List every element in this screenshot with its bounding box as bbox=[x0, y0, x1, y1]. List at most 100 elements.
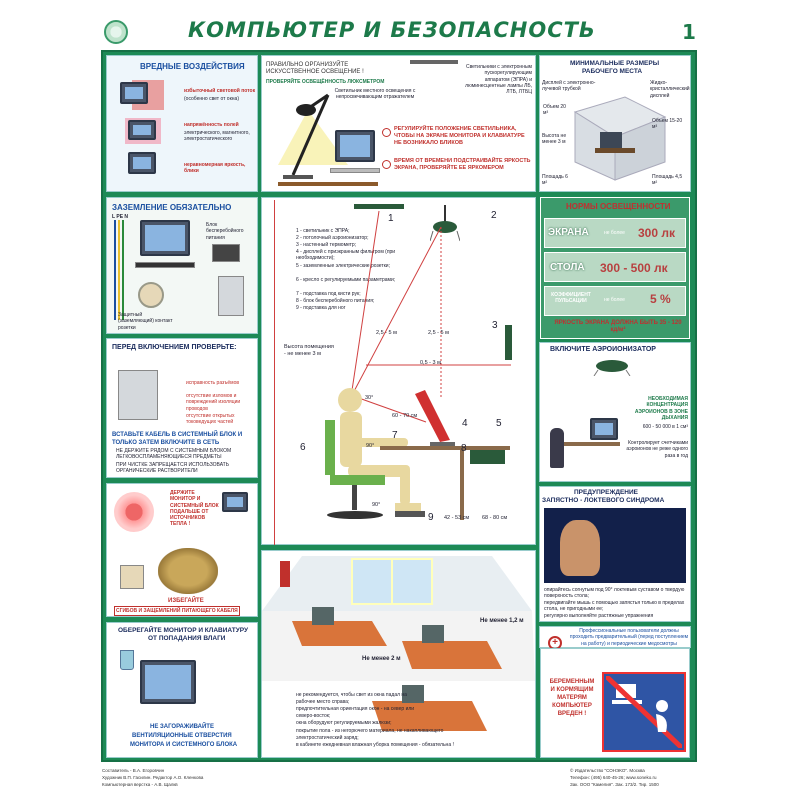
statue-illustration bbox=[158, 548, 218, 594]
footer-left-3: Компьютерная верстка - А.В. Щалкв bbox=[102, 782, 178, 787]
person-silhouette bbox=[550, 428, 564, 468]
workplace-volume-1: Объем 20 м³ bbox=[543, 104, 566, 117]
marker-6: 6 bbox=[300, 442, 306, 453]
wrist-title-1: ПРЕДУПРЕЖДЕНИЕ bbox=[574, 489, 638, 496]
wrist-bullet-3: регулярно выполняйте растяжные упражнени… bbox=[544, 613, 654, 619]
heater-icon bbox=[114, 492, 154, 532]
ionizer-text-1: НЕОБХОДИМАЯ КОНЦЕНТРАЦИЯ АЭРОИОНОВ В ЗОН… bbox=[634, 396, 688, 421]
legend-item-4: 4 - дисплей с приэкранным фильтром (при … bbox=[296, 249, 396, 262]
grounding-lpen: L PE N bbox=[112, 214, 129, 220]
office-bullet-1: не рекомендуется, чтобы свет из окна пад… bbox=[296, 692, 407, 705]
grounding-socket: Защитный (заземляющий) контакт розетки bbox=[118, 312, 173, 331]
distance-avoid: ИЗБЕГАЙТЕ bbox=[168, 598, 204, 604]
angle-90-1: 90° bbox=[366, 443, 375, 449]
system-unit bbox=[118, 370, 158, 420]
publisher-logo bbox=[104, 20, 128, 44]
norm-row-table bbox=[544, 252, 686, 282]
norm-screen-value: 300 лк bbox=[638, 226, 675, 240]
cable-line bbox=[118, 220, 120, 320]
office-distance-1: Не менее 1,2 м bbox=[480, 618, 524, 624]
check-cable: ВСТАВЬТЕ КАБЕЛЬ В СИСТЕМНЫЙ БЛОК И ТОЛЬК… bbox=[112, 432, 243, 446]
room-illustration bbox=[573, 96, 667, 181]
seated-person-illustration bbox=[325, 388, 510, 520]
check-title: ПЕРЕД ВКЛЮЧЕНИЕМ ПРОВЕРЬТЕ: bbox=[112, 344, 237, 351]
dist-label-2: 2,5 - 5 м bbox=[428, 330, 449, 336]
office-distance-2: Не менее 2 м bbox=[362, 656, 401, 662]
norm-row-screen bbox=[544, 218, 686, 248]
footer-right-2: Телефон: (495) 640-45-26; www.soneko.ru bbox=[570, 775, 657, 780]
vent-2: ВЕНТИЛЯЦИОННЫЕ ОТВЕРСТИЯ bbox=[132, 733, 232, 739]
marker-9: 9 bbox=[428, 512, 434, 523]
monitor-icon bbox=[590, 418, 618, 440]
monitor-icon bbox=[128, 152, 156, 174]
legend-item-2: 2 - потолочный аэроионизатор; bbox=[296, 235, 369, 241]
thermometer bbox=[505, 325, 512, 360]
medical-panel bbox=[539, 626, 691, 648]
grounding-ups: Блок бесперебойного питания bbox=[206, 222, 244, 241]
legend-item-5: 5 - заземленные электрические розетки; bbox=[296, 263, 390, 269]
harmful-item-1: избыточный световой поток bbox=[184, 88, 256, 94]
workplace-crt: Дисплей с электронно-лучевой трубкой bbox=[542, 80, 596, 93]
check-bullet-1: НЕ ДЕРЖИТЕ РЯДОМ С СИСТЕМНЫМ БЛОКОМ ЛЕГК… bbox=[116, 448, 232, 461]
ergonomics-panel bbox=[261, 197, 536, 545]
cable-line bbox=[122, 220, 124, 320]
harmful-item-1-sub: (особенно свет от окна) bbox=[184, 96, 239, 102]
warning-icon bbox=[382, 160, 391, 169]
harmful-effects-title: ВРЕДНЫЕ ВОЗДЕЙСТВИЯ bbox=[140, 62, 245, 71]
wrist-bullet-2: передвигайте мышь с помощью запястья тол… bbox=[544, 600, 685, 613]
marker-3: 3 bbox=[492, 320, 498, 331]
lighting-lamps: Светильники с электронным пускорегулирую… bbox=[465, 64, 532, 95]
pregnancy-sign-icon bbox=[606, 676, 682, 748]
office-illustration bbox=[262, 556, 535, 731]
workplace-volume-2: Объем 15-20 м³ bbox=[652, 118, 683, 131]
vent-1: НЕ ЗАГОРАЖИВАЙТЕ bbox=[150, 724, 214, 730]
wrist-bullet-1: опирайтесь согнутым под 90° локтевым сус… bbox=[544, 587, 685, 600]
seat-height: 42 - 53 см bbox=[444, 515, 470, 521]
ionizer-text-3: Контролирует счетчиками аэроионов не реж… bbox=[626, 440, 688, 459]
check-bullet-2: ПРИ ЧИСТКЕ ЗАПРЕЩАЕТСЯ ИСПОЛЬЗОВАТЬ ОРГА… bbox=[116, 462, 229, 475]
norm-screen-label: ЭКРАНА bbox=[548, 227, 589, 238]
water-glass bbox=[120, 650, 134, 670]
moisture-title-1: ОБЕРЕГАЙТЕ МОНИТОР И КЛАВИАТУРУ bbox=[118, 627, 249, 634]
ceiling-lamp-1 bbox=[354, 204, 404, 209]
office-bullet-3: окна оборудуют регулируемыми жалюзи; bbox=[296, 720, 392, 726]
harmful-item-2-sub: электрического, магнитного, электростати… bbox=[184, 130, 250, 143]
socket-icon bbox=[138, 282, 164, 308]
check-item-2: отсутствие изломов и повреждений изоляци… bbox=[186, 393, 241, 412]
keyboard bbox=[330, 168, 380, 173]
office-bullet-5: в кабинете ежедневная влажная уборка пом… bbox=[296, 742, 454, 748]
check-item-3: отсутствие открытых токоведущих частей bbox=[186, 413, 235, 426]
ionizer-icon bbox=[593, 360, 631, 376]
pregnancy-text: БЕРЕМЕННЫМ И КОРМЯЩИМ МАТЕРЯМ КОМПЬЮТЕР … bbox=[549, 679, 595, 718]
lighting-tip-1: РЕГУЛИРУЙТЕ ПОЛОЖЕНИЕ СВЕТИЛЬНИКА, ЧТОБЫ… bbox=[394, 126, 525, 146]
norm-coef-label: КОЭФФИЦИЕНТ ПУЛЬСАЦИИ bbox=[551, 292, 591, 304]
lighting-title-1: ПРАВИЛЬНО ОРГАНИЗУЙТЕ bbox=[266, 62, 349, 68]
norm-table-label: СТОЛА bbox=[550, 262, 585, 273]
marker-8: 8 bbox=[461, 443, 467, 454]
ionizer-title: ВКЛЮЧИТЕ АЭРОИОНИЗАТОР bbox=[550, 346, 656, 353]
norm-coef-pre: не более bbox=[604, 297, 625, 303]
workplace-lcd: Жидко-кристаллический дисплей bbox=[650, 80, 690, 99]
norm-brightness: ЯРКОСТЬ ЭКРАНА ДОЛЖНА БЫТЬ 35 - 120 кд/м… bbox=[554, 320, 682, 334]
legend-item-7: 7 - подставка под кисти рук; bbox=[296, 291, 361, 297]
marker-1: 1 bbox=[388, 213, 394, 224]
footer-left-2: Художник В.П. Гасилин. Редактор А.О. Кле… bbox=[102, 775, 204, 780]
monitor-icon bbox=[128, 120, 156, 140]
marker-5: 5 bbox=[496, 418, 502, 429]
norm-table-value: 300 - 500 лк bbox=[600, 261, 668, 275]
moisture-title-2: ОТ ПОПАДАНИЯ ВЛАГИ bbox=[148, 635, 226, 642]
harmful-item-2: напряжённость полей bbox=[184, 122, 239, 128]
desk-lamp-illustration bbox=[278, 93, 378, 186]
lighting-local: Светильник местного освещения с непросве… bbox=[334, 88, 416, 101]
check-item-1: исправность разъёмов bbox=[186, 380, 240, 386]
marker-7: 7 bbox=[392, 430, 398, 441]
workplace-title-1: МИНИМАЛЬНЫЕ РАЗМЕРЫ bbox=[570, 60, 660, 67]
grounding-title: ЗАЗЕМЛЕНИЕ ОБЯЗАТЕЛЬНО bbox=[112, 203, 232, 212]
norm-coef-value: 5 % bbox=[650, 292, 671, 306]
monitor-icon bbox=[140, 660, 196, 704]
harmful-item-3: неравномерная яркость, блики bbox=[184, 162, 246, 175]
legend-item-1: 1 - светильник с ЭПРА; bbox=[296, 228, 350, 234]
socket-plug bbox=[120, 565, 144, 589]
medical-text: Профессиональные пользователи должны про… bbox=[569, 628, 689, 647]
marker-4: 4 bbox=[462, 418, 468, 429]
